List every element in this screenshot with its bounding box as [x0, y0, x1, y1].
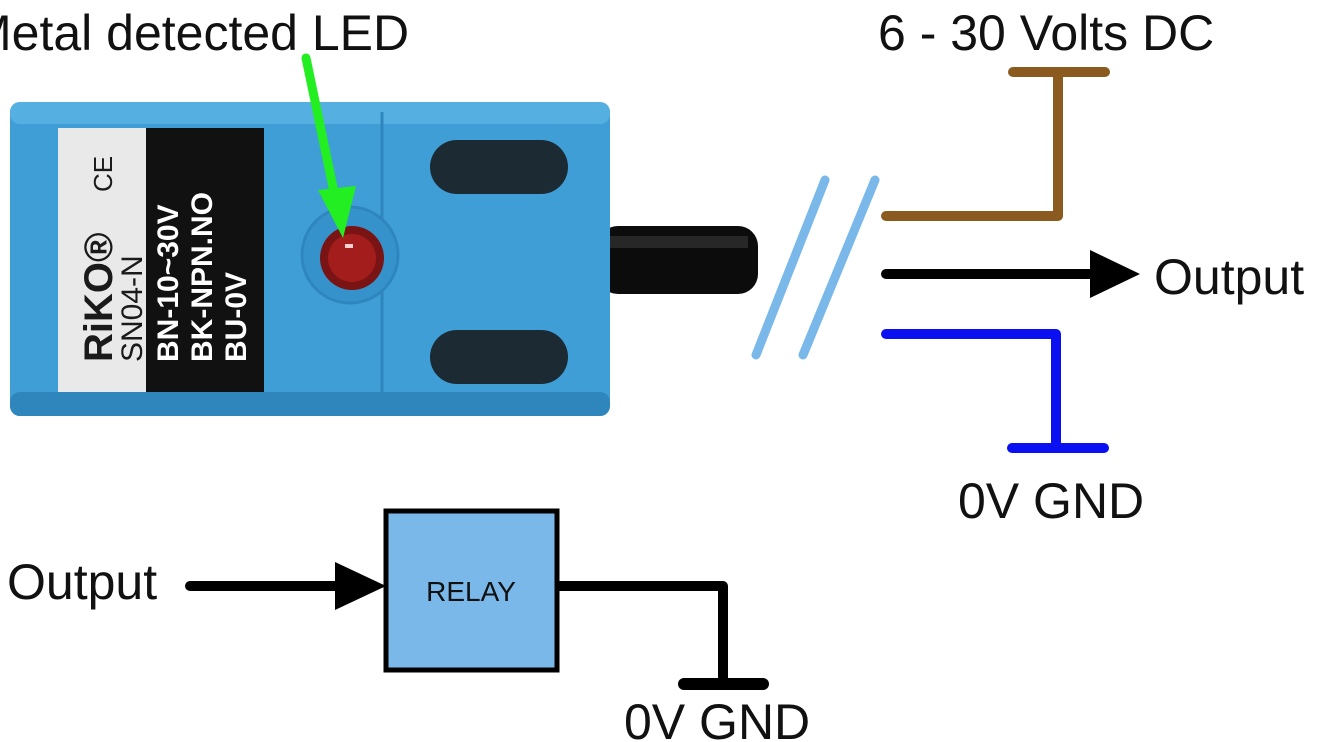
mounting-slot-top	[430, 140, 568, 194]
blue-ground-wire	[881, 329, 1109, 453]
sensor-model: SN04-N	[116, 255, 149, 362]
mounting-slot-bottom	[430, 330, 568, 384]
output-label-right: Output	[1154, 249, 1304, 305]
black-output-wire	[881, 250, 1140, 298]
spec-line-brown: BN-10~30V	[152, 204, 185, 362]
spec-line-black: BK-NPN.NO	[186, 192, 219, 362]
ground-label-right: 0V GND	[958, 473, 1144, 529]
relay-ground-wire	[557, 581, 769, 690]
output-label-left: Output	[7, 554, 157, 610]
sensor-label-plate: RiKO® CE SN04-N BN-10~30V BK-NPN.NO BU-0…	[58, 128, 264, 392]
relay-box	[383, 508, 560, 673]
led-label: Metal detected LED	[0, 5, 409, 61]
ce-mark: CE	[88, 156, 118, 192]
relay-label: RELAY	[426, 576, 516, 607]
cable-break-marks	[751, 175, 880, 360]
led-pointer-arrow	[301, 53, 356, 238]
spec-line-blue: BU-0V	[220, 272, 253, 362]
supply-voltage-label: 6 - 30 Volts DC	[878, 5, 1214, 61]
brown-supply-wire	[881, 67, 1110, 221]
relay-input-wire	[185, 562, 386, 610]
proximity-sensor: RiKO® CE SN04-N BN-10~30V BK-NPN.NO BU-0…	[10, 102, 758, 416]
red-led-icon	[300, 205, 400, 305]
ground-label-bottom: 0V GND	[624, 694, 810, 742]
sensor-brand: RiKO®	[77, 233, 121, 362]
